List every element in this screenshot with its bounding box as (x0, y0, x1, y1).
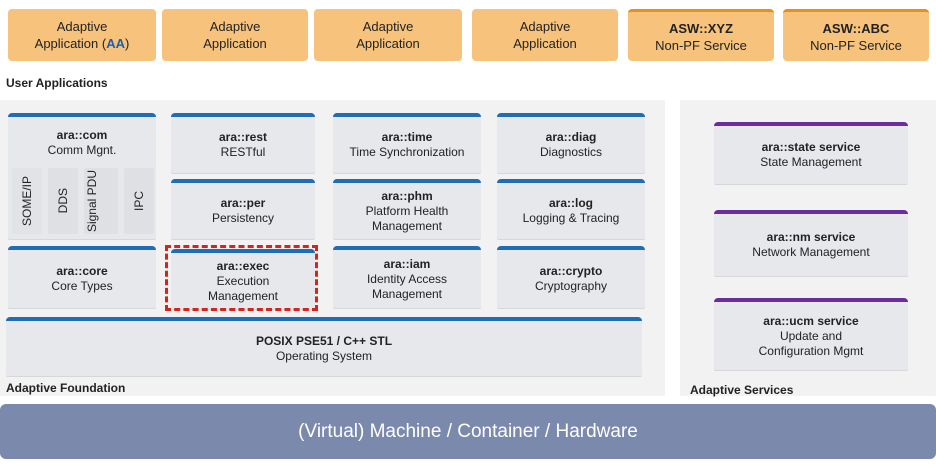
binding-some-ip: SOME/IP (12, 168, 42, 234)
adaptive-application-2: Adaptive Application (162, 9, 308, 61)
ara-ucm-service-block: ara::ucm service Update and Configuratio… (714, 298, 908, 370)
ara-rest-block: ara::rest RESTful (171, 113, 315, 173)
binding-signal-pdu: Signal PDU (84, 168, 118, 234)
ara-com-title: ara::com (56, 128, 108, 142)
adaptive-services-label: Adaptive Services (690, 383, 794, 397)
app-label-line1: Adaptive (56, 19, 108, 34)
ara-core-block: ara::core Core Types (8, 246, 156, 308)
adaptive-application-3: Adaptive Application (314, 9, 462, 61)
binding-dds: DDS (48, 168, 78, 234)
adaptive-application-aa: Adaptive Application (AA) (8, 9, 156, 61)
asw-abc-service: ASW::ABC Non-PF Service (783, 9, 929, 61)
ara-exec-block: ara::exec Execution Management (171, 249, 315, 309)
ara-time-block: ara::time Time Synchronization (333, 113, 481, 173)
hardware-layer-bar: (Virtual) Machine / Container / Hardware (0, 404, 936, 459)
adaptive-foundation-label: Adaptive Foundation (6, 381, 126, 395)
ara-state-service-block: ara::state service State Management (714, 122, 908, 184)
binding-ipc: IPC (124, 168, 154, 234)
hardware-label: (Virtual) Machine / Container / Hardware (298, 420, 638, 442)
exec-highlight-box (165, 245, 318, 311)
ara-diag-block: ara::diag Diagnostics (497, 113, 645, 173)
aa-abbreviation: AA (106, 36, 125, 51)
adaptive-application-4: Adaptive Application (472, 9, 618, 61)
asw-xyz-service: ASW::XYZ Non-PF Service (628, 9, 774, 61)
user-applications-label: User Applications (6, 76, 108, 90)
ara-log-block: ara::log Logging & Tracing (497, 179, 645, 239)
ara-nm-service-block: ara::nm service Network Management (714, 210, 908, 276)
ara-iam-block: ara::iam Identity Access Management (333, 246, 481, 308)
posix-os-block: POSIX PSE51 / C++ STL Operating System (6, 317, 642, 376)
ara-com-subtitle: Comm Mgnt. (47, 143, 117, 157)
ara-crypto-block: ara::crypto Cryptography (497, 246, 645, 308)
ara-per-block: ara::per Persistency (171, 179, 315, 239)
ara-phm-block: ara::phm Platform Health Management (333, 179, 481, 239)
